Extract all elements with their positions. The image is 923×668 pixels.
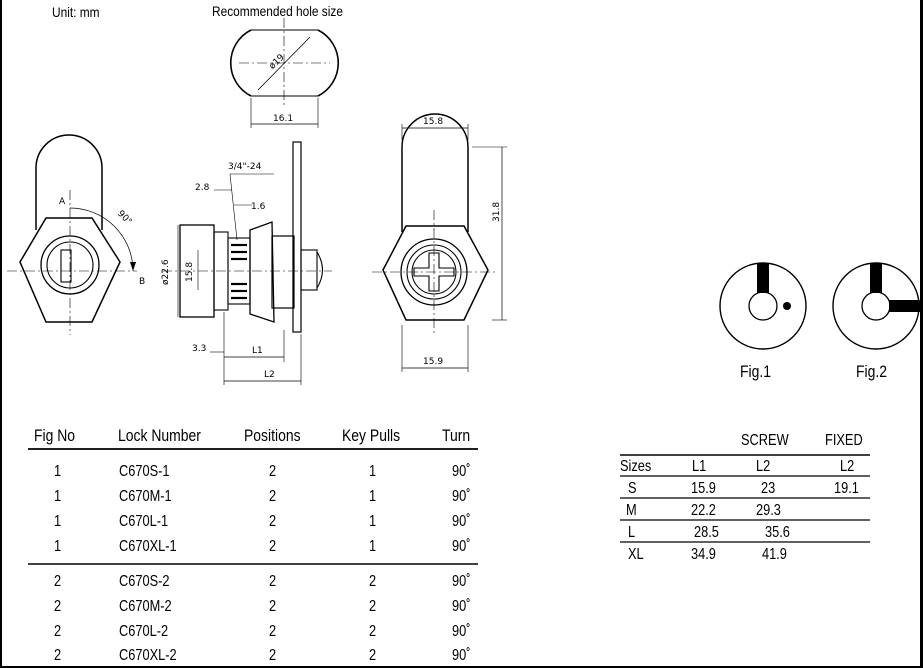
lock-cell-positions: 2 xyxy=(269,598,277,615)
lock-cell-fig: 1 xyxy=(54,513,62,530)
size-cell-l1: 34.9 xyxy=(691,546,716,563)
lock-cell-number: C670S-2 xyxy=(119,573,170,590)
size-header-screw-l2: L2 xyxy=(756,458,771,475)
unit-label: Unit: mm xyxy=(52,4,100,20)
dim-front-top: 15.8 xyxy=(423,117,444,127)
lock-cell-number: C670L-1 xyxy=(119,513,169,530)
lock-cell-positions: 2 xyxy=(269,623,277,640)
size-header-l1: L1 xyxy=(692,458,707,475)
recommended-hole-view xyxy=(230,18,339,128)
size-header-fixed-l2: L2 xyxy=(840,458,855,475)
lock-cell-number: C670XL-1 xyxy=(119,538,177,555)
dim-thread: 3/4"-24 xyxy=(228,162,262,172)
dim-3-3: 3.3 xyxy=(192,344,207,354)
lock-cell-turn: 90˚ xyxy=(452,488,471,505)
dim-front-bottom: 15.9 xyxy=(423,357,444,367)
lock-header-fig-no: Fig No xyxy=(34,426,76,445)
lock-cell-fig: 1 xyxy=(54,488,62,505)
lock-cell-positions: 2 xyxy=(269,513,277,530)
lock-cell-number: C670L-2 xyxy=(119,623,169,640)
lock-cell-number: C670XL-2 xyxy=(119,647,177,664)
lock-cell-turn: 90˚ xyxy=(452,573,471,590)
size-cell-screw-l2: 29.3 xyxy=(756,502,781,519)
size-cell-size: L xyxy=(628,524,636,541)
size-cell-screw-l2: 41.9 xyxy=(762,546,787,563)
dim-front-height: 31.8 xyxy=(492,201,502,222)
lock-header-lock-number: Lock Number xyxy=(118,426,201,445)
dim-22-6: ø22.6 xyxy=(161,259,171,285)
point-b-label: B xyxy=(139,277,146,287)
lock-cell-positions: 2 xyxy=(269,463,277,480)
size-cell-fixed-l2: 19.1 xyxy=(834,480,859,497)
size-group-fixed: FIXED xyxy=(825,432,863,449)
dim-l1: L1 xyxy=(252,346,263,356)
fig-2-diagram xyxy=(832,262,920,350)
point-a-label: A xyxy=(59,197,66,207)
lock-header-turn: Turn xyxy=(442,426,471,445)
lock-cell-key-pulls: 2 xyxy=(369,623,377,640)
fig-1-diagram xyxy=(719,262,807,350)
size-cell-size: S xyxy=(628,480,637,497)
lock-cell-key-pulls: 2 xyxy=(369,647,377,664)
lock-cell-fig: 2 xyxy=(54,623,62,640)
lock-cell-fig: 1 xyxy=(54,538,62,555)
lock-cell-positions: 2 xyxy=(269,488,277,505)
dim-l2: L2 xyxy=(264,370,275,380)
lock-cell-key-pulls: 1 xyxy=(369,513,377,530)
lock-cell-number: C670M-1 xyxy=(119,488,172,505)
lock-cell-fig: 2 xyxy=(54,647,62,664)
lock-cell-turn: 90˚ xyxy=(452,538,471,555)
size-cell-size: XL xyxy=(628,546,644,563)
lock-header-positions: Positions xyxy=(244,426,301,445)
lock-cell-positions: 2 xyxy=(269,647,277,664)
lock-cell-fig: 1 xyxy=(54,463,62,480)
front-view xyxy=(372,113,507,372)
lock-cell-number: C670S-1 xyxy=(119,463,170,480)
lock-cell-turn: 90˚ xyxy=(452,463,471,480)
size-table-rules xyxy=(620,454,870,543)
lock-header-key-pulls: Key Pulls xyxy=(342,426,401,445)
lock-cell-key-pulls: 1 xyxy=(369,488,377,505)
lock-cell-key-pulls: 2 xyxy=(369,573,377,590)
size-cell-screw-l2: 35.6 xyxy=(765,524,790,541)
lock-cell-turn: 90˚ xyxy=(452,623,471,640)
lock-cell-fig: 2 xyxy=(54,573,62,590)
lock-cell-key-pulls: 1 xyxy=(369,463,377,480)
lock-cell-turn: 90˚ xyxy=(452,647,471,664)
lock-cell-positions: 2 xyxy=(269,538,277,555)
dim-2-8: 2.8 xyxy=(195,183,210,193)
lock-cell-number: C670M-2 xyxy=(119,598,172,615)
lock-cell-key-pulls: 2 xyxy=(369,598,377,615)
side-view xyxy=(162,141,332,385)
size-header-sizes: Sizes xyxy=(620,458,652,475)
lock-cell-key-pulls: 1 xyxy=(369,538,377,555)
size-cell-l1: 15.9 xyxy=(691,480,716,497)
hole-title: Recommended hole size xyxy=(212,3,343,19)
lock-table-rules xyxy=(28,448,478,565)
lock-cell-fig: 2 xyxy=(54,598,62,615)
left-view xyxy=(7,134,137,335)
size-group-screw: SCREW xyxy=(741,432,789,449)
lock-cell-turn: 90˚ xyxy=(452,513,471,530)
lock-cell-turn: 90˚ xyxy=(452,598,471,615)
fig-2-label: Fig.2 xyxy=(856,362,887,381)
dim-hole-width: 16.1 xyxy=(273,114,294,124)
lock-cell-positions: 2 xyxy=(269,573,277,590)
size-cell-l1: 22.2 xyxy=(691,502,716,519)
size-cell-size: M xyxy=(626,502,637,519)
size-cell-screw-l2: 23 xyxy=(761,480,776,497)
size-cell-l1: 28.5 xyxy=(694,524,719,541)
fig-1-label: Fig.1 xyxy=(740,362,771,381)
dim-15-8-side: 15.8 xyxy=(185,261,195,282)
dim-1-6: 1.6 xyxy=(251,202,266,212)
